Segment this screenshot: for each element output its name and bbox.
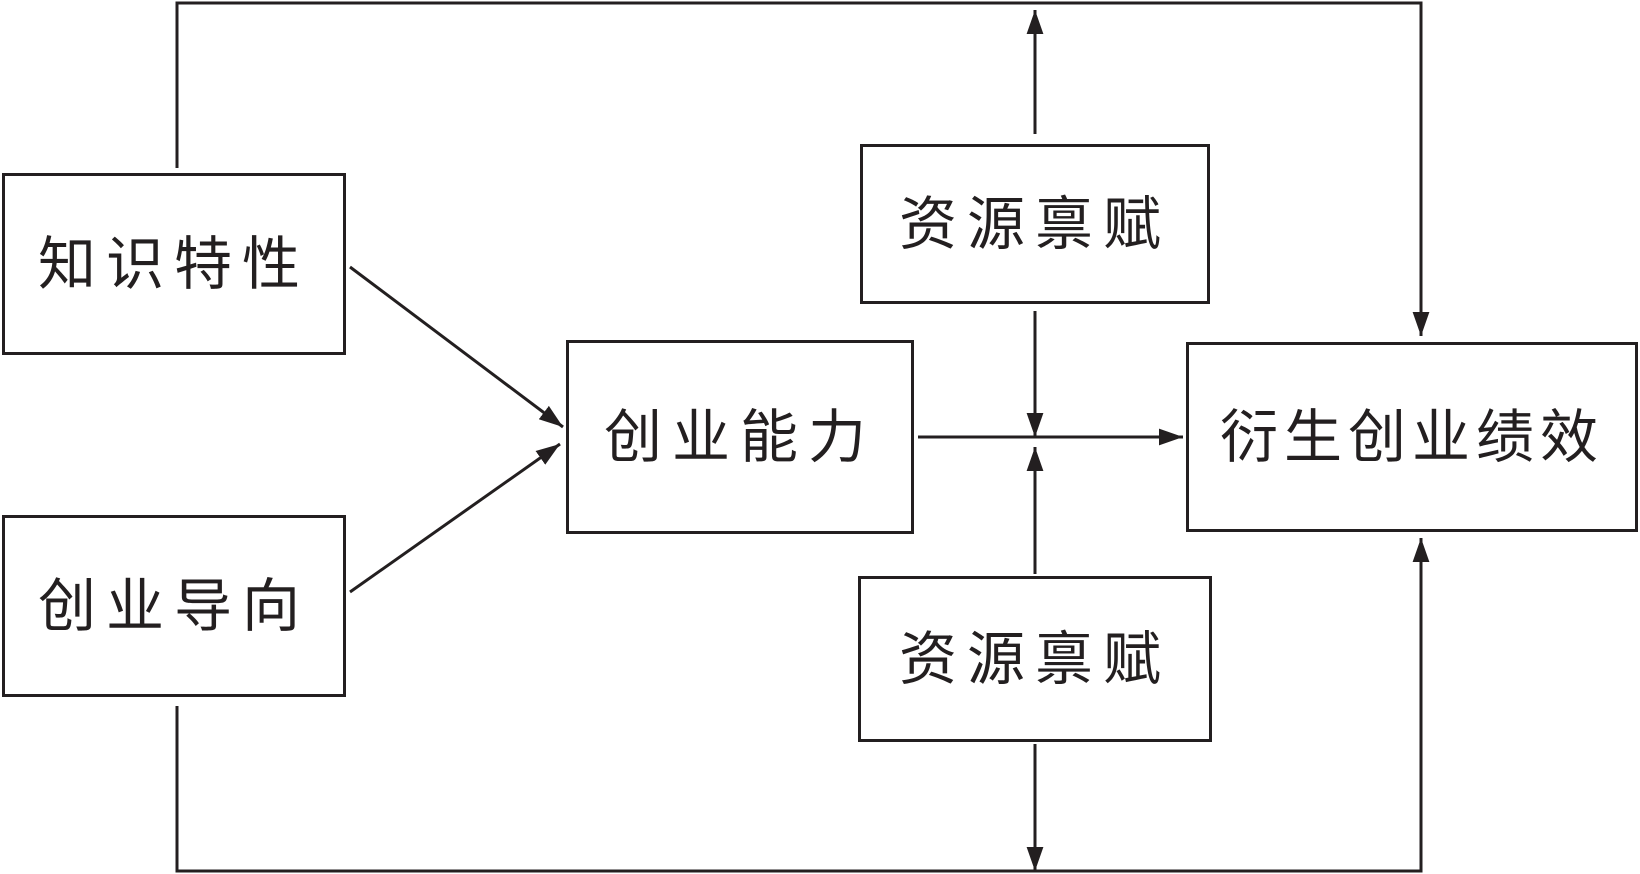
edge-orientation-to-capability — [349, 442, 561, 594]
node-orientation-label: 创业导向 — [37, 572, 310, 640]
node-capability: 创业能力 — [566, 340, 914, 534]
node-resource-top-label: 资源禀赋 — [898, 190, 1171, 258]
node-resource-bottom: 资源禀赋 — [858, 576, 1212, 742]
node-resource-top: 资源禀赋 — [860, 144, 1210, 304]
node-knowledge: 知识特性 — [2, 173, 346, 355]
node-orientation: 创业导向 — [2, 515, 346, 697]
node-resource-bottom-label: 资源禀赋 — [898, 625, 1171, 693]
edge-orientation-to-performance — [175, 538, 1430, 873]
edge-knowledge-to-capability — [349, 265, 564, 429]
node-performance: 衍生创业绩效 — [1186, 342, 1638, 532]
edge-knowledge-to-performance — [175, 1, 1430, 336]
node-performance-label: 衍生创业绩效 — [1219, 403, 1604, 471]
node-capability-label: 创业能力 — [603, 403, 876, 471]
node-knowledge-label: 知识特性 — [37, 230, 310, 298]
